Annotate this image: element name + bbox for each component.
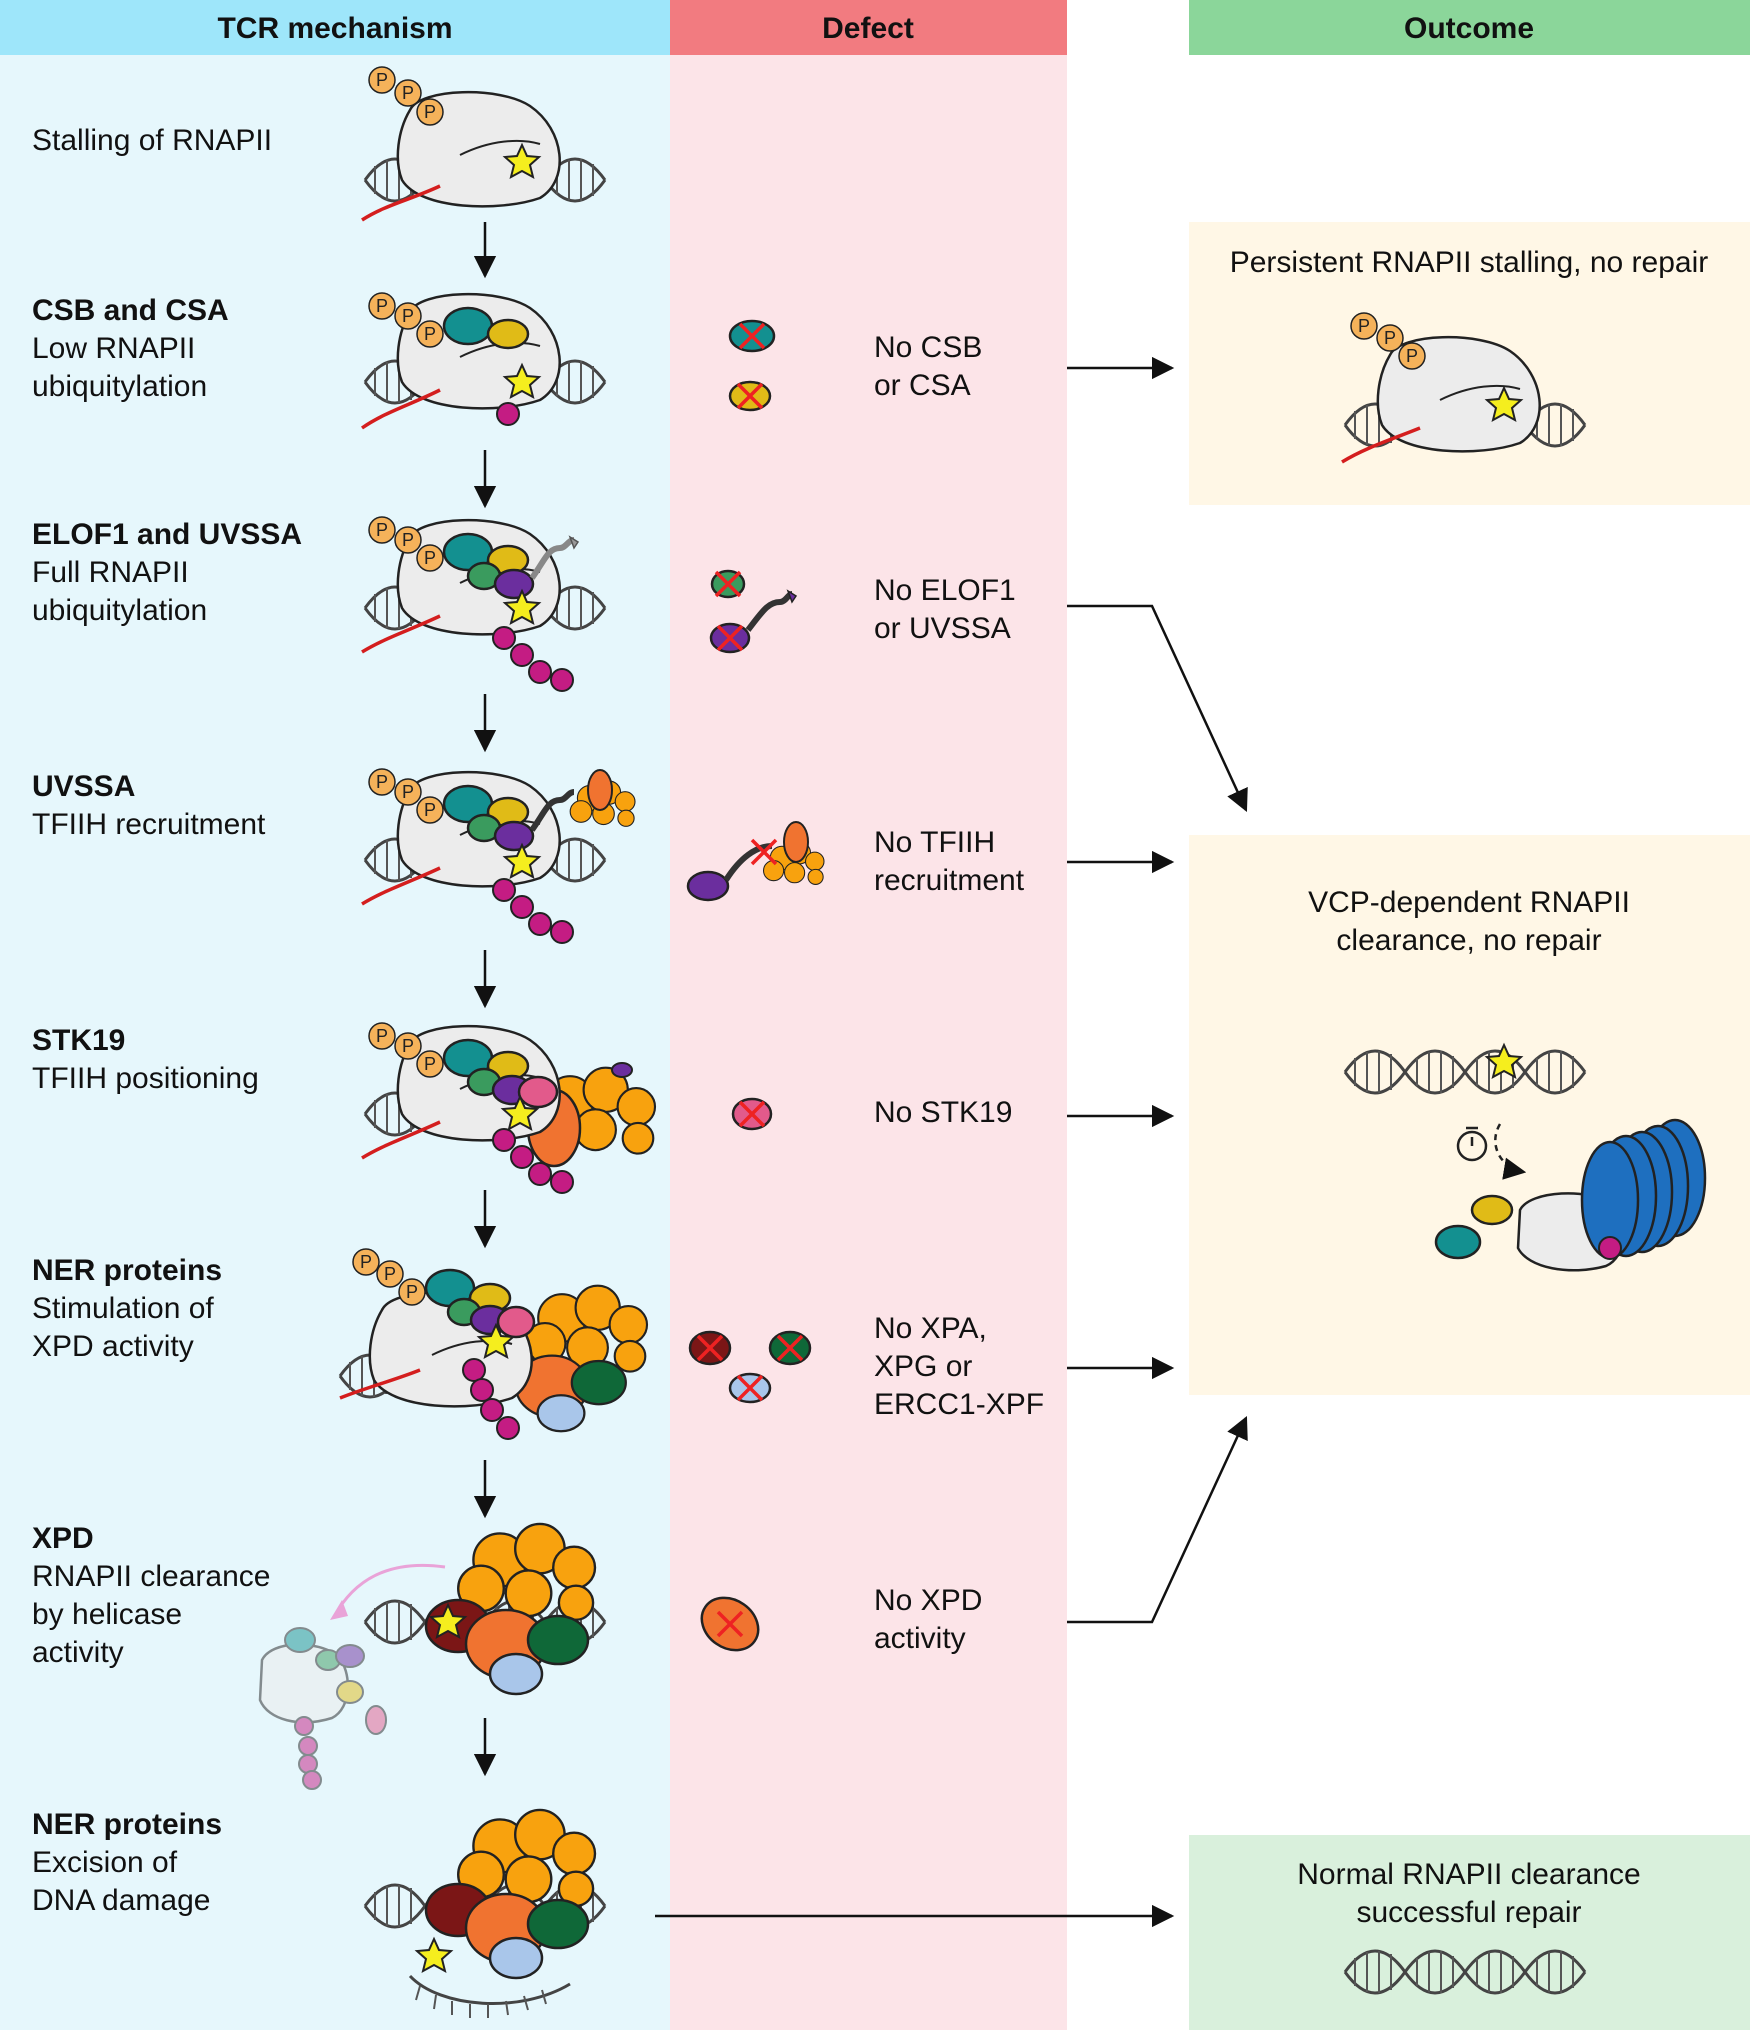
step-8-title: NER proteins bbox=[32, 1808, 222, 1841]
step-3-line-1: Full RNAPII bbox=[32, 556, 189, 589]
header-defect: Defect bbox=[822, 12, 914, 45]
svg-text:P: P bbox=[424, 102, 436, 122]
outcome-box-repair bbox=[1189, 1835, 1750, 2030]
svg-text:P: P bbox=[1358, 316, 1370, 336]
defect-1-line-1: No CSB bbox=[874, 331, 982, 364]
outcome-2-line-1: VCP-dependent RNAPII bbox=[1308, 886, 1630, 919]
outcome-box-vcp bbox=[1189, 835, 1750, 1395]
step-5-line-1: TFIIH positioning bbox=[32, 1062, 259, 1095]
outcome-2-illustration bbox=[1343, 1044, 1707, 1272]
step-6-phospho: P P P bbox=[352, 1248, 426, 1306]
step-7-line-2: by helicase bbox=[32, 1598, 182, 1631]
header-mechanism: TCR mechanism bbox=[217, 12, 452, 45]
svg-text:P: P bbox=[402, 782, 414, 802]
step-8-line-2: DNA damage bbox=[32, 1884, 210, 1917]
defect-2-icons bbox=[709, 569, 798, 654]
step-8-line-1: Excision of bbox=[32, 1846, 178, 1879]
defect-5-line-1: No XPA, bbox=[874, 1312, 987, 1345]
step-2-illustration: P P P bbox=[361, 292, 607, 430]
svg-text:P: P bbox=[424, 800, 436, 820]
step-5-title: STK19 bbox=[32, 1024, 125, 1057]
step-2-line-1: Low RNAPII bbox=[32, 332, 195, 365]
outcome-1-illustration: P P P bbox=[1341, 312, 1587, 464]
defect-3-icons bbox=[686, 821, 825, 902]
svg-text:P: P bbox=[360, 1252, 372, 1272]
step-2-phospho: P P P bbox=[368, 292, 444, 348]
defect-header-bar bbox=[670, 0, 1067, 55]
defect-6-icons bbox=[700, 1596, 760, 1652]
svg-text:P: P bbox=[376, 1026, 388, 1046]
outcome-3-line-2: successful repair bbox=[1356, 1896, 1581, 1929]
svg-text:P: P bbox=[376, 772, 388, 792]
step-3-phospho: P P P bbox=[368, 516, 444, 572]
outcome-1-phospho: P P P bbox=[1350, 312, 1426, 370]
defect-4-icons bbox=[731, 1097, 773, 1131]
step-6-line-1: Stimulation of bbox=[32, 1292, 214, 1325]
svg-text:P: P bbox=[376, 296, 388, 316]
step-1-illustration: P P P bbox=[361, 66, 607, 222]
step-5-illustration: P P P bbox=[361, 1022, 657, 1194]
svg-text:P: P bbox=[1384, 328, 1396, 348]
svg-text:P: P bbox=[424, 1054, 436, 1074]
defect-2-line-1: No ELOF1 bbox=[874, 574, 1016, 607]
step-4-illustration: P P P bbox=[361, 768, 636, 944]
step-3-illustration: P P P bbox=[361, 516, 607, 692]
step-8-illustration bbox=[363, 1808, 607, 2018]
timer-icon bbox=[1456, 1126, 1488, 1162]
svg-text:P: P bbox=[1406, 346, 1418, 366]
step-5-phospho: P P P bbox=[368, 1022, 444, 1078]
mechanism-header-bar bbox=[0, 0, 670, 55]
defect-1-line-2: or CSA bbox=[874, 369, 971, 402]
svg-text:P: P bbox=[402, 306, 414, 326]
outcome-header-bar bbox=[1189, 0, 1750, 55]
header-outcome: Outcome bbox=[1404, 12, 1534, 45]
svg-text:P: P bbox=[376, 520, 388, 540]
defect-3-line-2: recruitment bbox=[874, 864, 1025, 897]
step-1-line-1: Stalling of RNAPII bbox=[32, 124, 272, 157]
outcome-2-line-2: clearance, no repair bbox=[1336, 924, 1601, 957]
svg-text:P: P bbox=[406, 1282, 418, 1302]
step-3-line-2: ubiquitylation bbox=[32, 594, 207, 627]
svg-text:P: P bbox=[402, 83, 414, 103]
defect-1-icons bbox=[728, 319, 776, 412]
defect-5-line-2: XPG or bbox=[874, 1350, 972, 1383]
step-7-title: XPD bbox=[32, 1522, 94, 1555]
svg-text:P: P bbox=[424, 324, 436, 344]
step-4-line-1: TFIIH recruitment bbox=[32, 808, 266, 841]
defect-5-icons bbox=[688, 1330, 812, 1404]
step-6-title: NER proteins bbox=[32, 1254, 222, 1287]
svg-text:P: P bbox=[376, 70, 388, 90]
defect-6-line-2: activity bbox=[874, 1622, 966, 1655]
svg-text:P: P bbox=[402, 1036, 414, 1056]
defect-3-line-1: No TFIIH bbox=[874, 826, 995, 859]
outcome-1-line-1: Persistent RNAPII stalling, no repair bbox=[1230, 246, 1709, 279]
step-7-illustration bbox=[258, 1522, 607, 1790]
step-4-title: UVSSA bbox=[32, 770, 135, 803]
step-4-phospho: P P P bbox=[368, 768, 444, 824]
defect-column bbox=[670, 0, 1067, 2030]
step-3-title: ELOF1 and UVSSA bbox=[32, 518, 302, 551]
outcome-arrows bbox=[655, 356, 1248, 1928]
outcome-3-line-1: Normal RNAPII clearance bbox=[1297, 1858, 1640, 1891]
step-2-title: CSB and CSA bbox=[32, 294, 229, 327]
defect-2-line-2: or UVSSA bbox=[874, 612, 1011, 645]
svg-text:P: P bbox=[424, 548, 436, 568]
step-6-line-2: XPD activity bbox=[32, 1330, 194, 1363]
step-7-line-3: activity bbox=[32, 1636, 124, 1669]
step-1-phospho: P P P bbox=[368, 66, 444, 126]
step-6-illustration: P P P bbox=[338, 1248, 649, 1440]
svg-text:P: P bbox=[402, 530, 414, 550]
defect-5-line-3: ERCC1-XPF bbox=[874, 1388, 1044, 1421]
step-7-line-1: RNAPII clearance bbox=[32, 1560, 270, 1593]
svg-text:P: P bbox=[384, 1264, 396, 1284]
defect-6-line-1: No XPD bbox=[874, 1584, 982, 1617]
defect-4-line-1: No STK19 bbox=[874, 1096, 1012, 1129]
step-2-line-2: ubiquitylation bbox=[32, 370, 207, 403]
